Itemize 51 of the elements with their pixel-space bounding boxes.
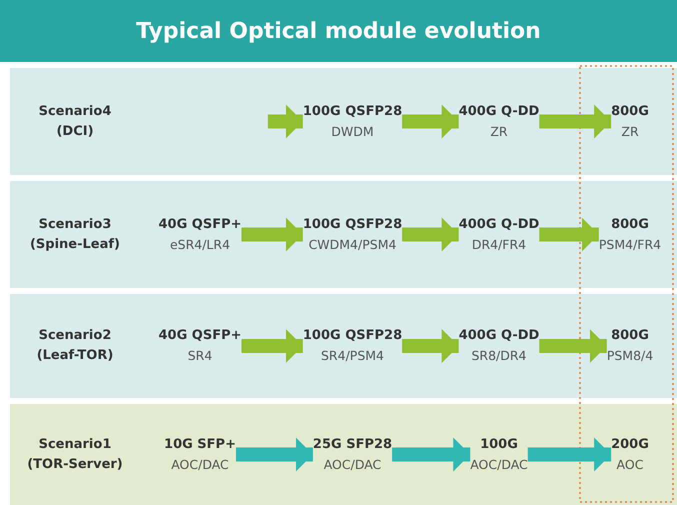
module-name: 40G QSFP+ xyxy=(158,216,242,234)
module-type: CWDM4/PSM4 xyxy=(308,236,396,254)
module-name: 800G xyxy=(611,327,649,345)
module-type: AOC xyxy=(616,456,644,474)
arrow xyxy=(539,329,607,363)
arrow xyxy=(402,104,459,138)
module-name: 40G QSFP+ xyxy=(158,327,242,345)
module-name: 100G QSFP28 xyxy=(302,102,402,120)
module-name: 800G xyxy=(611,216,649,234)
scenario-label: Scenario1 (TOR-Server) xyxy=(26,436,124,474)
module-type: eSR4/LR4 xyxy=(170,236,230,254)
module-name: 200G xyxy=(611,436,649,454)
scenario-label: Scenario3 (Spine-Leaf) xyxy=(28,216,121,254)
title: Typical Optical module evolution xyxy=(136,18,541,44)
module-type: DR4/FR4 xyxy=(472,236,526,254)
arrow xyxy=(402,329,459,363)
scenario-band xyxy=(10,294,677,398)
arrow xyxy=(402,218,459,252)
module-name: 100G QSFP28 xyxy=(302,216,402,234)
module-name: 100G xyxy=(480,436,518,454)
module-type: PSM4/FR4 xyxy=(598,236,662,254)
arrow xyxy=(539,104,612,138)
arrow xyxy=(242,329,303,363)
module-name: 25G SFP28 xyxy=(312,436,392,454)
scenario-label: Scenario4 (DCI) xyxy=(38,102,112,140)
arrow xyxy=(242,218,303,252)
module-type: SR8/DR4 xyxy=(471,347,527,365)
arrow xyxy=(268,104,303,138)
arrow xyxy=(528,438,612,472)
module-type: AOC/DAC xyxy=(324,456,382,474)
arrow xyxy=(392,438,470,472)
scenario-band xyxy=(10,68,677,175)
module-type: AOC/DAC xyxy=(171,456,229,474)
arrow xyxy=(539,218,599,252)
module-name: 800G xyxy=(611,102,649,120)
module-name: 100G QSFP28 xyxy=(302,327,402,345)
module-name: 400G Q-DD xyxy=(458,216,540,234)
scenario-band xyxy=(10,181,677,288)
module-type: PSM8/4 xyxy=(606,347,654,365)
scenario-label: Scenario2 (Leaf-TOR) xyxy=(36,327,114,365)
module-name: 400G Q-DD xyxy=(458,327,540,345)
module-type: AOC/DAC xyxy=(470,456,528,474)
module-type: ZR xyxy=(490,122,508,140)
arrow xyxy=(236,438,313,472)
module-name: 10G SFP+ xyxy=(164,436,236,454)
module-name: 400G Q-DD xyxy=(458,102,540,120)
module-type: DWDM xyxy=(331,122,374,140)
scenario-band xyxy=(10,404,677,505)
module-type: SR4/PSM4 xyxy=(321,347,384,365)
module-type: ZR xyxy=(621,122,639,140)
module-type: SR4 xyxy=(188,347,212,365)
